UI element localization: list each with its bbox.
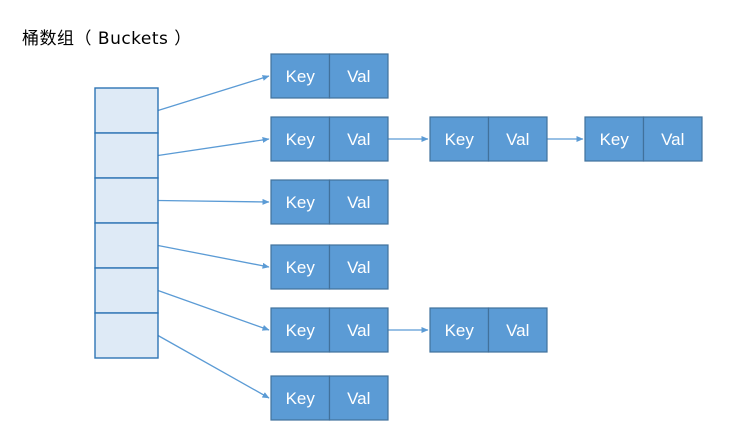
key-cell[interactable] (429, 116, 490, 162)
key-cell[interactable] (270, 307, 331, 353)
bucket-to-node-connectors (157, 75, 270, 399)
val-cell[interactable] (328, 53, 389, 99)
val-cell[interactable] (328, 375, 389, 421)
val-cell[interactable] (328, 179, 389, 225)
bucket-cell-rect[interactable] (94, 267, 159, 314)
bucket-array (94, 87, 159, 359)
bucket-cell-5[interactable] (94, 312, 159, 359)
val-cell[interactable] (487, 307, 548, 353)
connector-bucket-0-to-node (157, 75, 270, 112)
key-cell[interactable] (270, 53, 331, 99)
page-title: 桶数组（ Buckets ） (22, 29, 192, 49)
bucket-cell-0[interactable] (94, 87, 159, 134)
val-cell[interactable] (487, 116, 548, 162)
val-cell[interactable] (328, 116, 389, 162)
connector-bucket-5-to-node (157, 334, 270, 399)
key-cell[interactable] (270, 244, 331, 290)
bucket-cell-3[interactable] (94, 222, 159, 269)
key-cell[interactable] (270, 116, 331, 162)
val-cell[interactable] (328, 307, 389, 353)
key-cell[interactable] (429, 307, 490, 353)
val-cell[interactable] (328, 244, 389, 290)
bucket-cell-2[interactable] (94, 177, 159, 224)
key-cell[interactable] (270, 179, 331, 225)
bucket-cell-1[interactable] (94, 132, 159, 179)
val-cell[interactable] (642, 116, 703, 162)
bucket-cell-rect[interactable] (94, 87, 159, 134)
connector-bucket-3-to-node (157, 244, 270, 269)
bucket-cell-rect[interactable] (94, 312, 159, 359)
key-cell[interactable] (584, 116, 645, 162)
node-chain-links (388, 136, 584, 333)
key-cell[interactable] (270, 375, 331, 421)
bucket-cell-4[interactable] (94, 267, 159, 314)
connector-bucket-2-to-node (157, 198, 270, 205)
connector-bucket-1-to-node (157, 136, 270, 157)
bucket-cell-rect[interactable] (94, 177, 159, 224)
connector-bucket-4-to-node (157, 289, 270, 331)
bucket-cell-rect[interactable] (94, 222, 159, 269)
bucket-cell-rect[interactable] (94, 132, 159, 179)
